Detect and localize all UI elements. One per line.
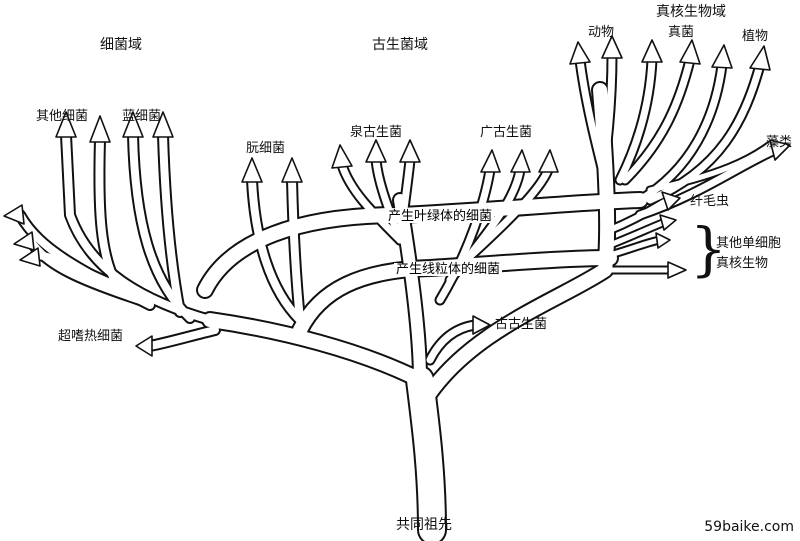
label-fungi: 真菌 xyxy=(668,25,695,40)
label-ciliates: 纤毛虫 xyxy=(690,194,730,209)
arrow-proteo-a xyxy=(241,157,263,183)
arrow-eury-a xyxy=(480,149,501,173)
label-ancient-archaea: 古古生菌 xyxy=(495,317,548,332)
arrow-other-bacteria-b xyxy=(89,115,111,143)
label-animals: 动物 xyxy=(588,25,615,40)
label-algae: 藻类 xyxy=(766,135,793,150)
arrow-cren-b xyxy=(365,139,387,163)
label-crenarchaeota: 泉古生菌 xyxy=(350,125,403,140)
label-proteobacteria: 朊细菌 xyxy=(246,141,286,156)
label-mitochondria-band: 产生线粒体的细菌 xyxy=(394,262,503,277)
arrow-animals-b xyxy=(601,35,623,59)
brace-other-eukaryotes: } xyxy=(690,215,727,283)
arrow-eury-b xyxy=(510,149,531,173)
label-other-bacteria: 其他细菌 xyxy=(36,109,89,124)
label-hyperthermophiles: 超嗜热细菌 xyxy=(58,329,124,344)
label-cyanobacteria: 蓝细菌 xyxy=(122,109,162,124)
label-other-unicellular-1: 其他单细胞 xyxy=(716,236,782,251)
arrow-other-euk-a xyxy=(659,214,677,231)
domain-label-archaea: 古生菌域 xyxy=(372,37,428,53)
arrow-other-euk-b xyxy=(655,232,671,249)
domain-label-bacteria: 细菌域 xyxy=(100,37,142,53)
label-other-unicellular-2: 真核生物 xyxy=(716,256,769,271)
label-euryarchaeota: 广古生菌 xyxy=(480,125,533,140)
domain-label-eukarya: 真核生物域 xyxy=(656,4,726,20)
arrow-ciliates xyxy=(661,191,681,211)
arrow-other-bacteria-a xyxy=(55,111,77,138)
label-common-ancestor: 共同祖先 xyxy=(396,517,452,533)
arrow-cren-c xyxy=(399,139,421,163)
watermark: 59baike.com xyxy=(704,519,794,535)
arrow-ancient-archaea xyxy=(472,315,491,335)
arrow-left-3 xyxy=(19,247,41,267)
arrow-cren-a xyxy=(331,144,353,169)
arrow-animals-a xyxy=(569,41,591,65)
arrow-proteo-b xyxy=(281,157,303,183)
arrow-plants-b xyxy=(749,45,771,71)
arrow-fungi-b xyxy=(679,39,701,65)
arrow-eury-c xyxy=(538,149,559,173)
arrow-fungi-a xyxy=(641,39,663,63)
arrow-left-2 xyxy=(13,231,35,251)
arrow-algae xyxy=(769,139,791,161)
arrow-left-1 xyxy=(3,204,25,225)
arrow-hyperthermophiles xyxy=(135,335,153,357)
arrow-cyano-a xyxy=(122,111,144,138)
label-plants: 植物 xyxy=(742,29,769,44)
arrow-plants-a xyxy=(711,44,733,69)
label-chloroplast-band: 产生叶绿体的细菌 xyxy=(386,209,495,224)
arrow-cyano-b xyxy=(152,111,174,138)
arrow-other-euk-c xyxy=(667,261,687,279)
